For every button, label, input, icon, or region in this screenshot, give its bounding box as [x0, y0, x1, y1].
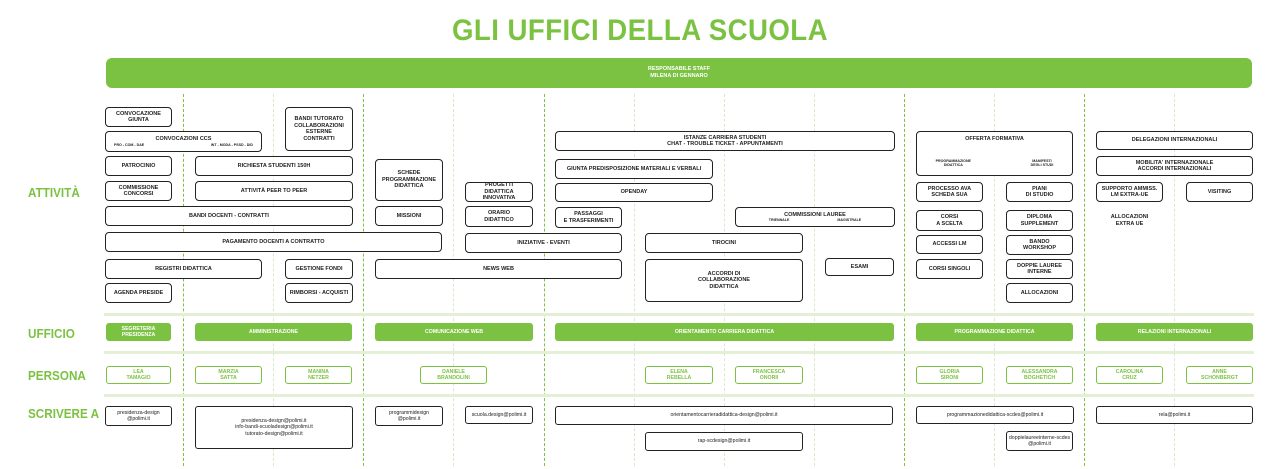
- person-box: CAROLINA CRUZ: [1096, 366, 1163, 384]
- activity-box: ESAMI: [825, 258, 894, 276]
- activity-box: PROCESSO AVA SCHEDA SUA: [916, 182, 983, 202]
- activity-box: NEWS WEB: [375, 259, 622, 279]
- column-divider: [363, 94, 364, 466]
- activity-box: DELEGAZIONI INTERNAZIONALI: [1096, 131, 1253, 150]
- activity-box: DOPPIE LAUREE INTERNE: [1006, 259, 1073, 279]
- staff-name: MILENA DI GENNARO: [650, 73, 708, 79]
- activity-box: SUPPORTO AMMISS. LM EXTRA-UE: [1096, 182, 1163, 202]
- activity-box: ISTANZE CARRIERA STUDENTI CHAT - TROUBLE…: [555, 131, 895, 151]
- column-guide: [273, 94, 274, 466]
- person-box: ALESSANDRA BOGHETICH: [1006, 366, 1073, 384]
- column-divider: [544, 94, 545, 466]
- staff-banner: RESPONSABILE STAFF MILENA DI GENNARO: [106, 58, 1252, 88]
- staff-role: RESPONSABILE STAFF: [647, 66, 711, 72]
- row-label-attivita: ATTIVITÀ: [28, 185, 80, 200]
- activity-box: CORSI SINGOLI: [916, 259, 983, 279]
- row-label-scrivere: SCRIVERE A: [28, 406, 100, 421]
- activity-box: SCHEDE PROGRAMMAZIONE DIDATTICA: [375, 159, 443, 201]
- activity-box: CORSI A SCELTA: [916, 210, 983, 231]
- column-divider: [1084, 94, 1085, 466]
- activity-box: TIROCINI: [645, 233, 803, 253]
- activity-box: ALLOCAZIONI: [1006, 283, 1073, 303]
- person-box: DANIELE BRANDOLINI: [420, 366, 487, 384]
- office-programmazione: PROGRAMMAZIONE DIDATTICA: [916, 323, 1073, 341]
- activity-box: BANDI TUTORATO COLLABORAZIONI ESTERNE CO…: [285, 107, 353, 151]
- activity-box: BANDI DOCENTI - CONTRATTI: [105, 206, 353, 226]
- row-label-persona: PERSONA: [28, 368, 86, 383]
- column-guide: [453, 94, 454, 466]
- activity-box: PAGAMENTO DOCENTI A CONTRATTO: [105, 232, 442, 252]
- activity-box: MOBILITA' INTERNAZIONALE ACCORDI INTERNA…: [1096, 156, 1253, 176]
- row-divider: [104, 394, 1254, 397]
- row-label-ufficio: UFFICIO: [28, 326, 75, 341]
- email-link[interactable]: programmazionedidattica-scdes@polimi.it: [916, 406, 1074, 424]
- email-link[interactable]: doppielaureeinterne-scdes @polimi.it: [1006, 431, 1073, 451]
- activity-box: MISSIONI: [375, 206, 443, 226]
- person-box: GLORIA SIRONI: [916, 366, 983, 384]
- activity-box: ORARIO DIDATTICO: [465, 206, 533, 227]
- activity-box: ACCORDI DI COLLABORAZIONE DIDATTICA: [645, 259, 803, 302]
- activity-box: CONVOCAZIONI CCS PRO - COM - DAE INT - M…: [105, 131, 262, 152]
- page-title: GLI UFFICI DELLA SCUOLA: [451, 14, 828, 47]
- person-box: LEA TAMAGIO: [106, 366, 171, 384]
- column-guide: [814, 94, 815, 466]
- email-link[interactable]: rela@polimi.it: [1096, 406, 1253, 424]
- column-guide: [1174, 94, 1175, 466]
- activity-box: REGISTRI DIDATTICA: [105, 259, 262, 279]
- activity-box: GESTIONE FONDI: [285, 259, 353, 279]
- column-divider: [183, 94, 184, 466]
- activity-box: BANDO WORKSHOP: [1006, 235, 1073, 255]
- activity-box: OPENDAY: [555, 183, 713, 202]
- activity-box: PIANI DI STUDIO: [1006, 182, 1073, 202]
- activity-box: DIPLOMA SUPPLEMENT: [1006, 210, 1073, 231]
- row-divider: [104, 351, 1254, 354]
- office-segreteria-presidenza: SEGRETERIA PRESIDENZA: [106, 323, 171, 341]
- office-orientamento: ORIENTAMENTO CARRIERA DIDATTICA: [555, 323, 894, 341]
- activity-box: RICHIESTA STUDENTI 150H: [195, 156, 353, 176]
- person-box: ANNE SCHONBERGT: [1186, 366, 1253, 384]
- activity-box: AGENDA PRESIDE: [105, 283, 172, 303]
- office-comunicazione-web: COMUNICAZIONE WEB: [375, 323, 533, 341]
- activity-box: ATTIVITÀ PEER TO PEER: [195, 181, 353, 201]
- activity-box: RIMBORSI - ACQUISTI: [285, 283, 353, 303]
- email-link[interactable]: rap-scdesign@polimi.it: [645, 432, 803, 451]
- activity-box: VISITING: [1186, 182, 1253, 202]
- person-box: ELENA REBELLA: [645, 366, 713, 384]
- row-divider: [104, 313, 1254, 316]
- activity-box: ALLOCAZIONI EXTRA UE: [1096, 210, 1163, 231]
- activity-box: COMMISSIONI LAUREE TRIENNALE MAGISTRALE: [735, 207, 895, 227]
- column-divider: [904, 94, 905, 466]
- activity-box: PROGETTI DIDATTICA INNOVATIVA: [465, 182, 533, 202]
- column-guide: [994, 94, 995, 466]
- activity-box: PASSAGGI E TRASFERIMENTI: [555, 207, 622, 228]
- column-guide: [634, 94, 635, 466]
- person-box: FRANCESCA ONORII: [735, 366, 803, 384]
- person-box: MARZIA SATTA: [195, 366, 262, 384]
- email-link[interactable]: scuola.design@polimi.it: [465, 406, 533, 424]
- person-box: MANINA NETZER: [285, 366, 352, 384]
- activity-box: GIUNTA PREDISPOSIZIONE MATERIALI E VERBA…: [555, 159, 713, 179]
- activity-box: COMMISSIONE CONCORSI: [105, 181, 172, 201]
- activity-box: INIZIATIVE - EVENTI: [465, 233, 622, 253]
- activity-box: PATROCINIO: [105, 156, 172, 176]
- office-relazioni-internazionali: RELAZIONI INTERNAZIONALI: [1096, 323, 1253, 341]
- activity-box: ACCESSI LM: [916, 235, 983, 254]
- activity-box: OFFERTA FORMATIVA PROGRAMMAZIONE DIDATTI…: [916, 131, 1073, 176]
- email-link[interactable]: presidenza-design @polimi.it: [105, 406, 172, 426]
- email-link[interactable]: programmidesign @polimi.it: [375, 406, 443, 426]
- email-link[interactable]: orientamentocarrieradidattica-design@pol…: [555, 406, 893, 425]
- office-amministrazione: AMMINISTRAZIONE: [195, 323, 352, 341]
- email-link[interactable]: presidenza-design@polimi.it info-bandi-s…: [195, 406, 353, 449]
- activity-box: CONVOCAZIONE GIUNTA: [105, 107, 172, 127]
